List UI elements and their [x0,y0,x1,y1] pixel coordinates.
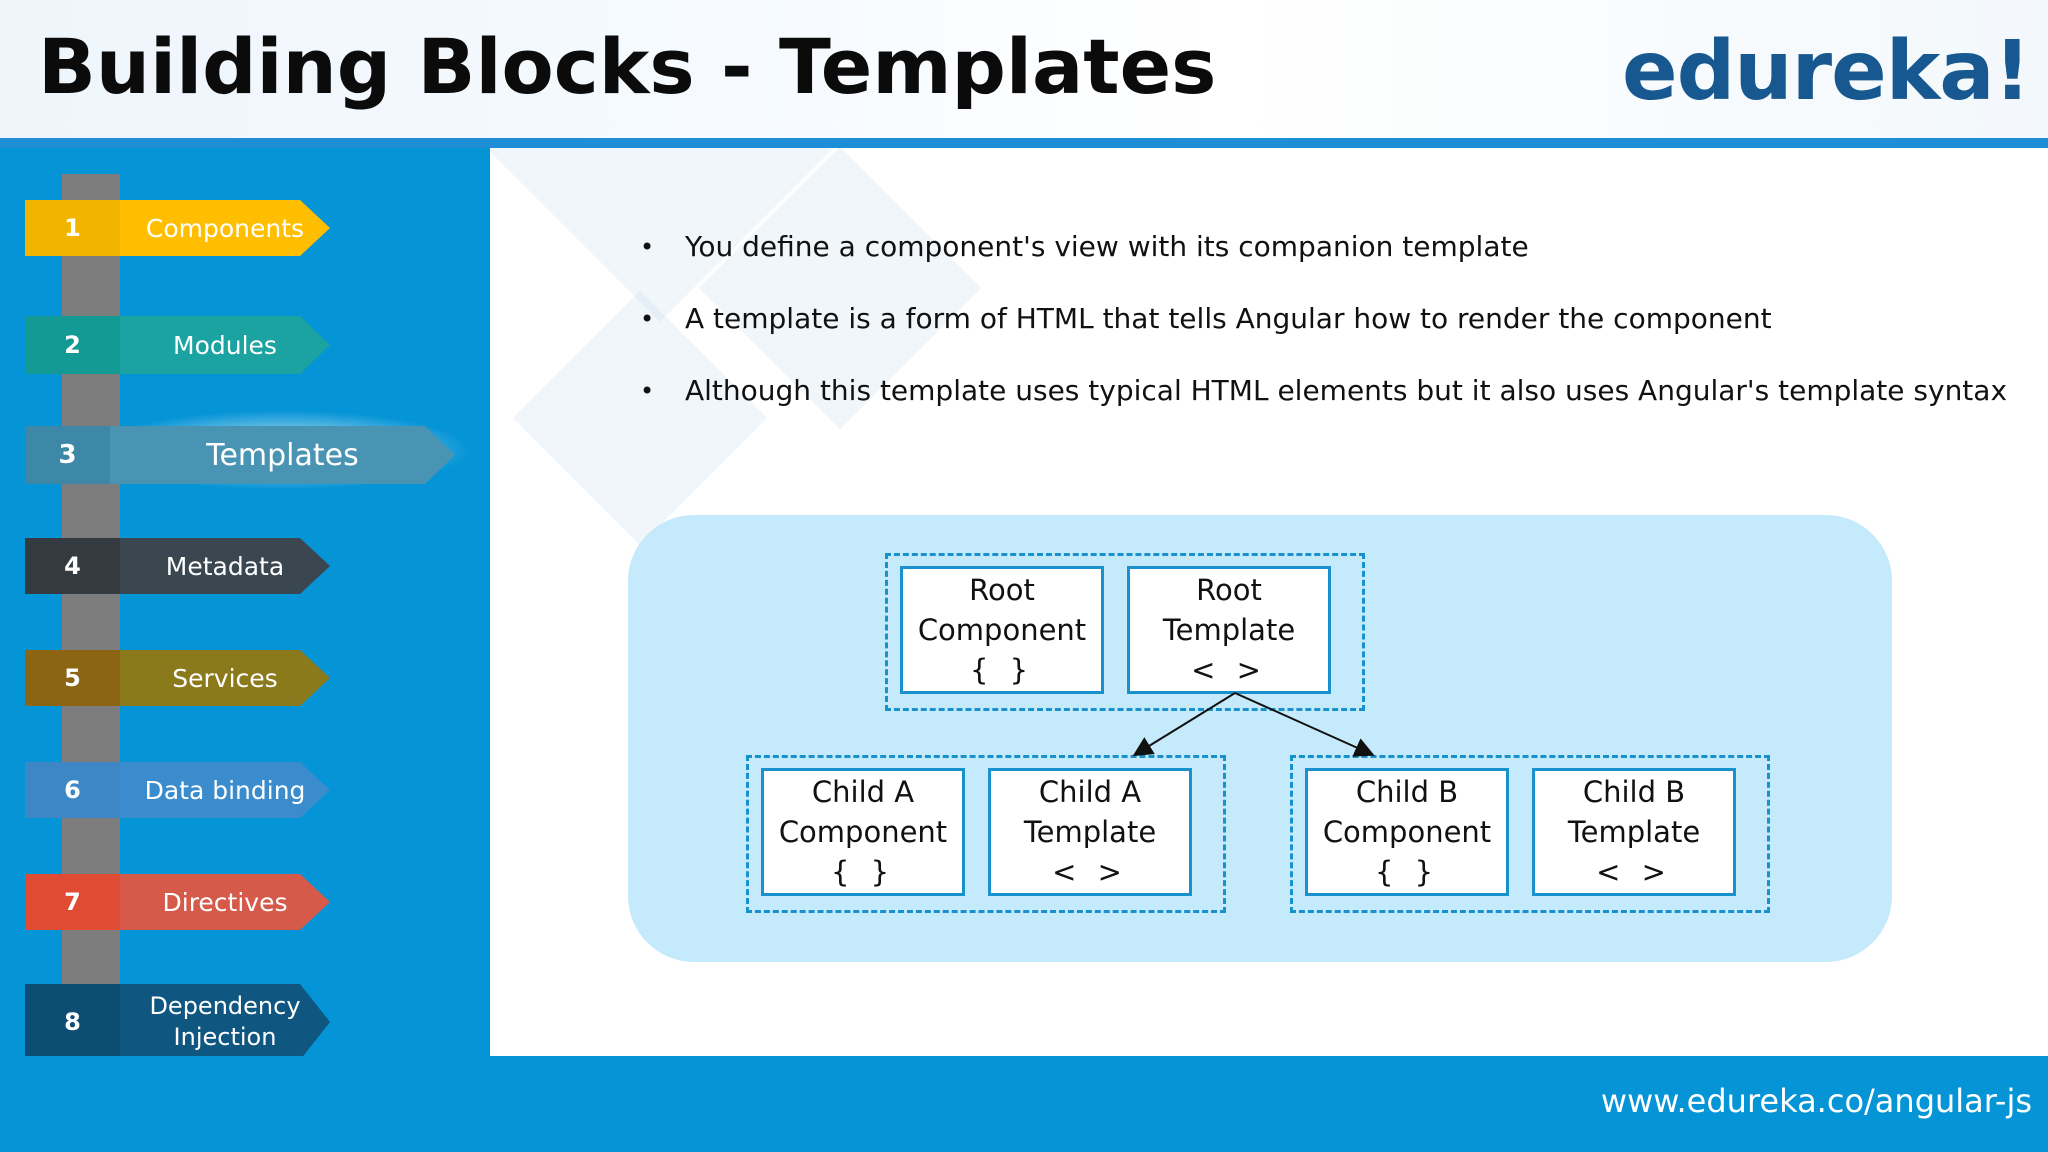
sidebar-item-label: Templates [110,426,455,484]
bullet-item: • You define a component's view with its… [640,228,2020,266]
bullet-item: • Although this template uses typical HT… [640,372,2020,410]
bullet-marker: • [640,377,655,405]
edureka-logo: edureka! [1621,24,2031,119]
footer: www.edureka.co/angular-js [0,1056,2048,1152]
sidebar-item-dependency-injection[interactable]: 8 Dependency Injection [25,984,330,1060]
sidebar-item-directives[interactable]: 7 Directives [25,874,330,930]
root-component-box: Root Component { } [900,566,1104,694]
sidebar-item-templates[interactable]: 3 Templates [25,426,455,484]
page-title: Building Blocks - Templates [38,22,1217,111]
sidebar-item-number: 5 [25,650,120,706]
sidebar-spine [62,174,120,1064]
child-a-component-box: Child A Component { } [761,768,965,896]
child-b-group [1290,755,1770,913]
root-template-box: Root Template < > [1127,566,1331,694]
sidebar-item-label: Components [120,200,330,256]
sidebar-item-number: 1 [25,200,120,256]
diagram-panel: Root Component { } Root Template < > Chi… [628,515,1892,962]
sidebar-item-label: Data binding [120,762,330,818]
footer-url[interactable]: www.edureka.co/angular-js [1600,1082,2032,1120]
diagram-arrows [1132,692,1375,757]
topic-sidebar: 1 Components 2 Modules 3 Templates 4 Met… [0,148,490,1064]
sidebar-item-label: Metadata [120,538,330,594]
sidebar-item-services[interactable]: 5 Services [25,650,330,706]
bullet-list: • You define a component's view with its… [640,228,2020,444]
sidebar-item-number: 7 [25,874,120,930]
child-b-template-box: Child B Template < > [1532,768,1736,896]
sidebar-item-label: Services [120,650,330,706]
bullet-text: You define a component's view with its c… [685,230,1529,263]
sidebar-item-number: 8 [25,984,120,1060]
arrow-to-child-b [1234,692,1375,757]
header: Building Blocks - Templates edureka! [0,0,2048,138]
sidebar-item-number: 6 [25,762,120,818]
sidebar-item-data-binding[interactable]: 6 Data binding [25,762,330,818]
sidebar-item-components[interactable]: 1 Components [25,200,330,256]
bullet-text: A template is a form of HTML that tells … [685,302,1772,335]
sidebar-item-label: Directives [120,874,330,930]
arrow-to-child-a [1132,692,1236,757]
child-a-template-box: Child A Template < > [988,768,1192,896]
child-a-group [746,755,1226,913]
sidebar-item-number: 2 [25,316,120,374]
main-content: • You define a component's view with its… [490,148,2048,1056]
header-divider [0,138,2048,148]
child-b-component-box: Child B Component { } [1305,768,1509,896]
sidebar-item-number: 3 [25,426,110,484]
bullet-marker: • [640,305,655,333]
sidebar-item-label: Modules [120,316,330,374]
bullet-text: Although this template uses typical HTML… [685,374,2008,407]
sidebar-item-label: Dependency Injection [120,984,330,1060]
sidebar-item-modules[interactable]: 2 Modules [25,316,330,374]
sidebar-item-number: 4 [25,538,120,594]
bullet-marker: • [640,233,655,261]
sidebar-item-metadata[interactable]: 4 Metadata [25,538,330,594]
bullet-item: • A template is a form of HTML that tell… [640,300,2020,338]
root-group [885,553,1365,711]
